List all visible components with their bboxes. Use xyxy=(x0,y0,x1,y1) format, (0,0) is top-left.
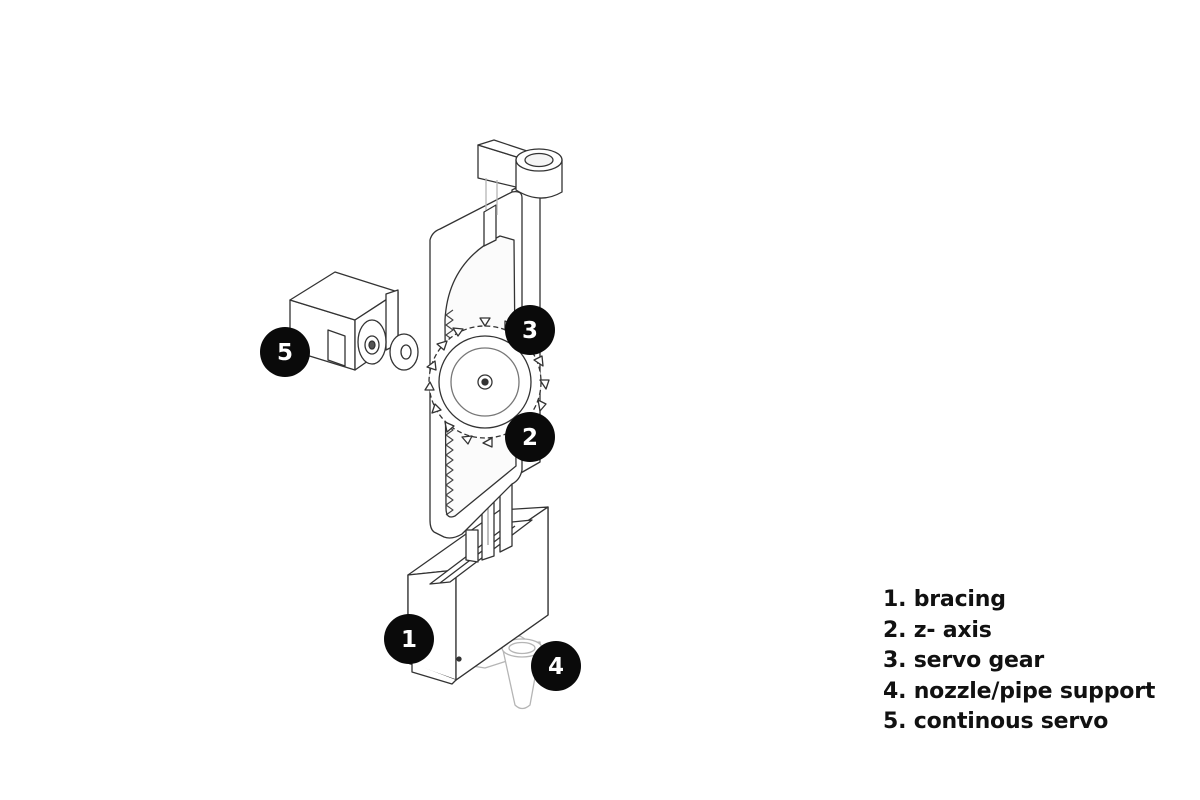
callout-badge-4: 4 xyxy=(531,641,581,691)
top-clamp xyxy=(477,139,563,215)
legend-item-bracing: 1. bracing xyxy=(883,587,1006,612)
callout-badge-2: 2 xyxy=(505,412,555,462)
callout-badge-5: 5 xyxy=(260,327,310,377)
callout-number: 1 xyxy=(401,627,417,653)
callout-number: 4 xyxy=(548,654,564,680)
callout-number: 2 xyxy=(522,425,538,451)
callout-badge-1: 1 xyxy=(384,614,434,664)
legend-item-continuous-servo: 5. continous servo xyxy=(883,709,1109,734)
callout-number: 3 xyxy=(522,318,538,344)
legend-item-z-axis: 2. z- axis xyxy=(883,617,992,643)
parts-legend: 1. bracing 2. z- axis 3. servo gear 4. n… xyxy=(883,585,1155,738)
callout-number: 5 xyxy=(277,340,293,366)
legend-item-servo-gear: 3. servo gear xyxy=(883,648,1045,673)
servo-spacer-washer xyxy=(389,333,419,371)
legend-item-nozzle-pipe-support: 4. nozzle/pipe support xyxy=(883,678,1156,704)
callout-badge-3: 3 xyxy=(505,305,555,355)
